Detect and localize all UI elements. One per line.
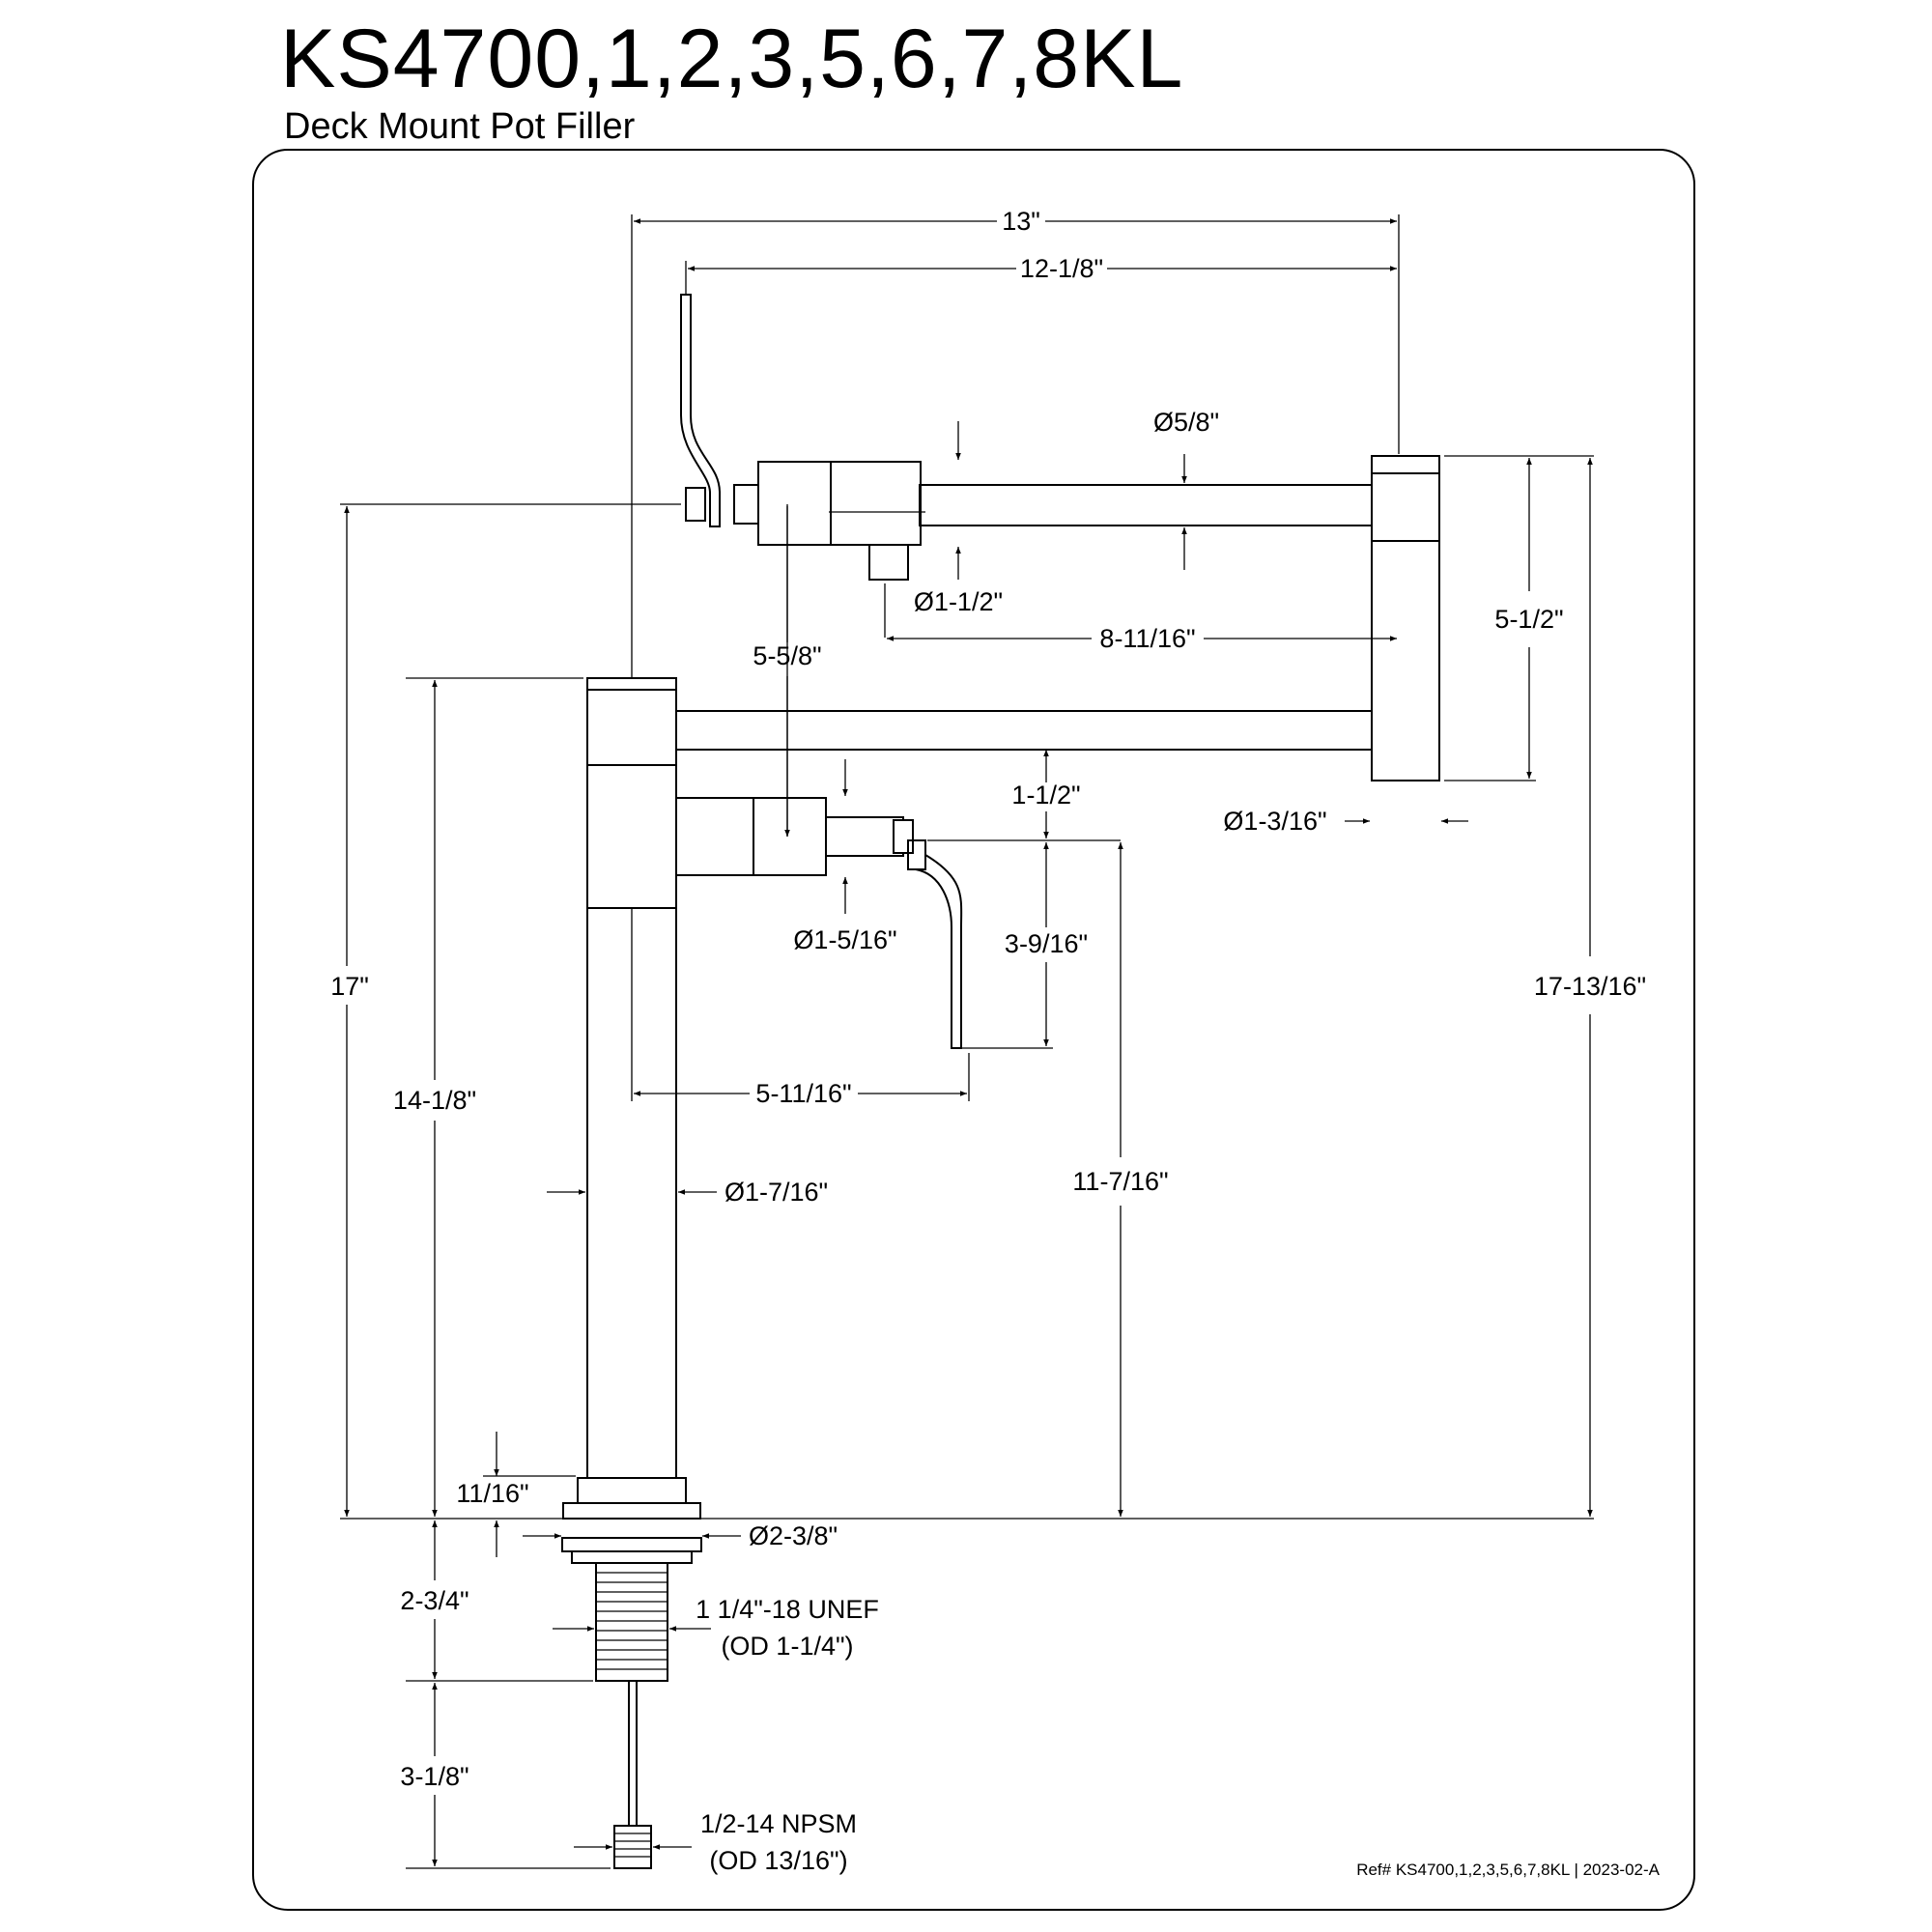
dim-shank-od: (OD 1-1/4") [721,1632,853,1661]
dim-handle-drop: 3-9/16" [1005,929,1088,958]
supply-fitting [613,1825,652,1869]
dim-total-height: 17-13/16" [1534,972,1646,1001]
dim-spout-diameter: Ø5/8" [1153,408,1219,437]
dim-valve-diameter-upper: Ø1-1/2" [914,587,1003,616]
extension-lines [340,214,1594,1869]
dim-handle-height: 11-7/16" [1072,1167,1168,1196]
dim-handle-reach: 5-11/16" [755,1079,851,1108]
dim-arm-reach: 12-1/8" [1020,254,1103,283]
upper-lever [680,294,721,527]
flange-top [577,1477,687,1504]
body-top-cap [586,677,677,691]
dim-flange-diameter: Ø2-3/8" [749,1521,838,1550]
thread-hatching [596,1572,668,1858]
dim-overall-width: 13" [1002,207,1040,236]
flange-base [562,1502,701,1520]
threaded-shank [595,1562,668,1682]
lock-washer [561,1537,702,1552]
drawing-title: KS4700,1,2,3,5,6,7,8KL [280,13,1184,105]
dim-supply-thread: 1/2-14 NPSM [700,1809,857,1838]
dim-elbow-height: 5-1/2" [1494,605,1563,634]
dim-arm-gap: 1-1/2" [1011,781,1080,810]
dim-supply-od: (OD 13/16") [709,1846,847,1875]
dim-body-height: 14-1/8" [393,1086,476,1115]
dimension-lines [344,218,1593,1866]
dim-valve-offset: 5-5/8" [753,641,821,670]
dim-valve-diameter-lower: Ø1-5/16" [793,925,896,954]
elbow-joint [1371,455,1440,781]
upper-valve [757,461,922,546]
upper-handle [685,487,706,522]
upper-spout [919,484,1373,526]
drawing-subtitle: Deck Mount Pot Filler [284,106,636,147]
faucet-outline [561,294,1440,1869]
lower-lever [915,854,963,1049]
dim-shank-length: 2-3/4" [400,1586,469,1615]
dim-shank-thread: 1 1/4"-18 UNEF [696,1595,879,1624]
dim-spout-length: 8-11/16" [1099,624,1195,653]
lower-arm [675,710,1373,751]
dim-elbow-diameter: Ø1-3/16" [1223,807,1326,836]
reference-number: Ref# KS4700,1,2,3,5,6,7,8KL | 2023-02-A [1356,1861,1660,1879]
lower-valve [675,797,827,876]
dim-height-17: 17" [330,972,369,1001]
dim-supply-length: 3-1/8" [400,1762,469,1791]
dim-body-diameter: Ø1-7/16" [724,1178,828,1207]
dim-flange-height: 11/16" [456,1479,528,1508]
supply-tube [628,1680,638,1827]
drawing-frame [252,149,1695,1911]
